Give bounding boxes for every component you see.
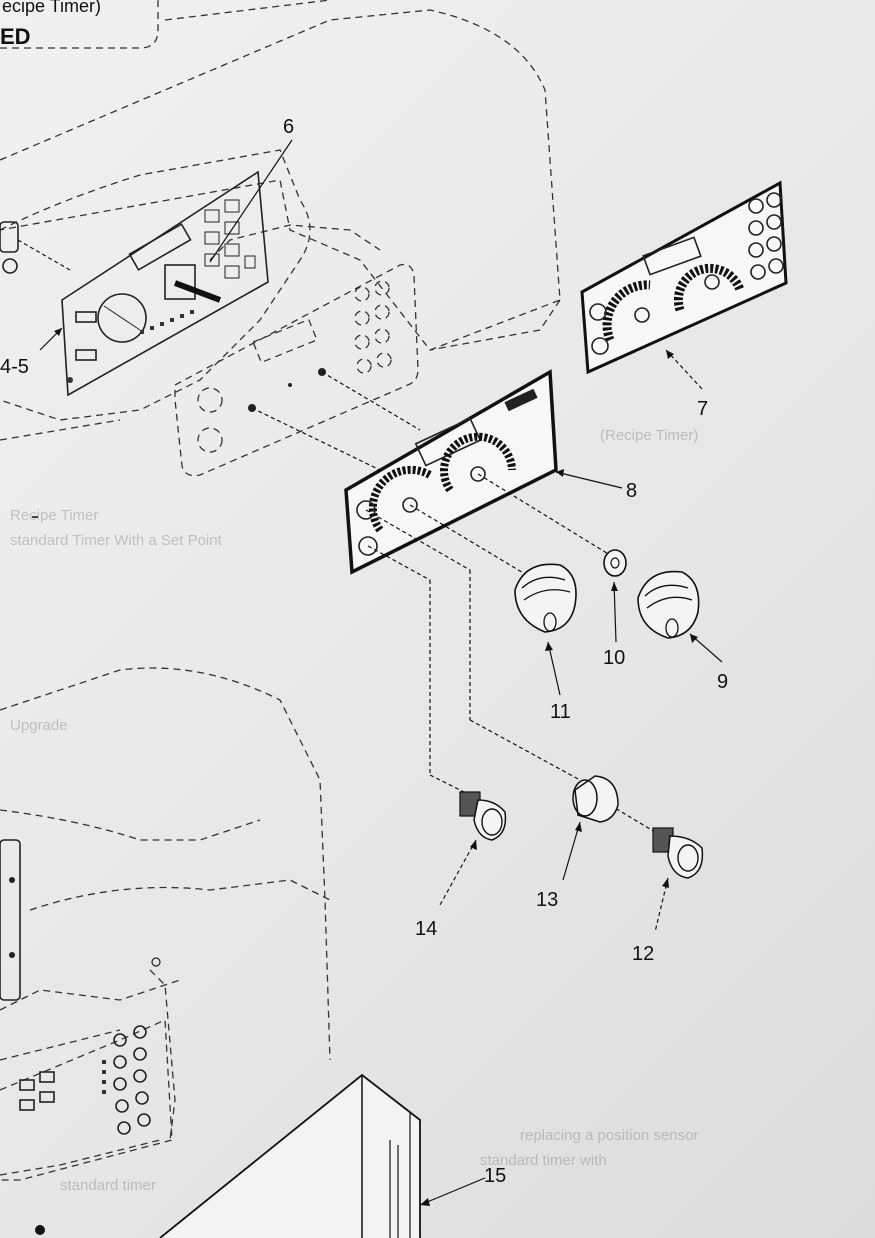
bleed-line-1: (Recipe Timer)	[600, 427, 698, 444]
part-12-push-button: 12	[632, 827, 704, 965]
bleed-line-7: standard timer	[60, 1177, 156, 1194]
callout-10: 10	[603, 647, 625, 669]
bleed-through-text: (Recipe Timer) Recipe Timer standard Tim…	[10, 427, 698, 1194]
callout-13: 13	[536, 889, 558, 911]
bleed-line-5: replacing a position sensor	[520, 1127, 698, 1144]
callout-8: 8	[626, 480, 637, 502]
callout-9: 9	[717, 671, 728, 693]
part-4-5-shaft	[0, 221, 71, 351]
header-line-2: ED	[0, 24, 31, 49]
part-14-push-button: 14	[415, 791, 507, 940]
part-13-bezel-ring: 13	[536, 775, 619, 911]
oven-housing-outline-bottom	[0, 667, 331, 1235]
part-11-knob: 11	[514, 563, 577, 723]
part-8-faceplate: 8	[344, 369, 661, 836]
part-7-overlay-label: 7	[580, 180, 788, 420]
part-10-washer: 10	[603, 549, 627, 669]
bleed-line-2: Recipe Timer	[10, 507, 98, 524]
callout-6: 6	[283, 116, 294, 138]
header-fragment-box: ecipe Timer) ED	[0, 0, 159, 49]
bleed-line-6: standard timer with	[480, 1152, 607, 1169]
callout-14: 14	[415, 918, 437, 940]
callout-15: 15	[484, 1165, 506, 1187]
callout-12: 12	[632, 943, 654, 965]
callout-4-5: 4-5	[0, 356, 29, 378]
header-line-1: ecipe Timer)	[2, 0, 101, 16]
oven-housing-outline-top	[0, 0, 561, 441]
part-6-control-panel: 6 4-5	[0, 116, 294, 397]
bleed-line-4: Upgrade	[10, 717, 68, 734]
callout-7: 7	[697, 398, 708, 420]
callout-11: 11	[550, 701, 571, 723]
part-15-side-panel: 15	[159, 1073, 506, 1238]
bleed-line-3: standard Timer With a Set Point	[10, 532, 223, 549]
part-9-knob: 9	[637, 570, 728, 693]
dashed-mounting-panel	[174, 263, 421, 477]
